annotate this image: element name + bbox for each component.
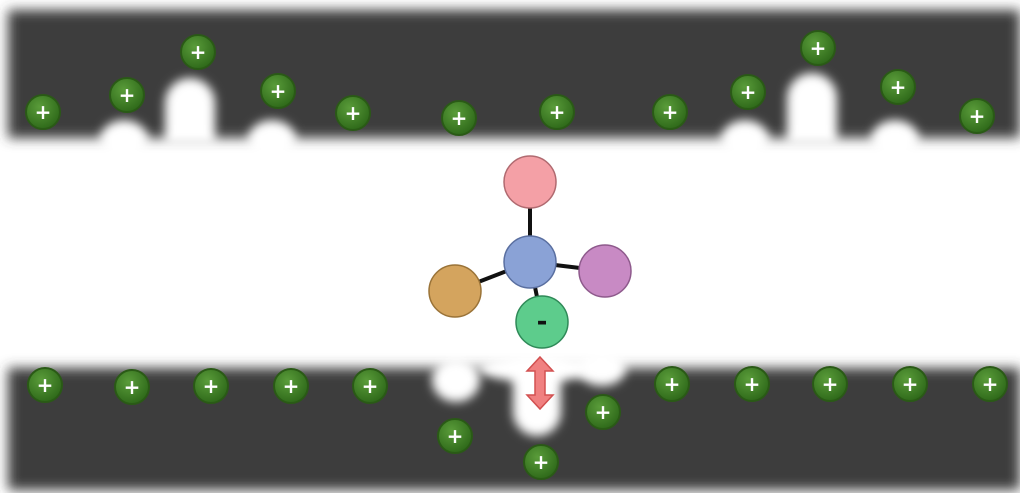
positive-charge-circle (880, 69, 916, 105)
positive-charge-circle (27, 367, 63, 403)
positive-charge-label: + (982, 372, 999, 396)
positive-charge-label: + (810, 36, 827, 60)
positive-charge-circle (352, 368, 388, 404)
atom-bottom-negative (515, 295, 569, 349)
positive-charge-icon: + (892, 366, 928, 402)
positive-charge-circle (437, 418, 473, 454)
positive-charge-label: + (451, 106, 468, 130)
positive-charges: + + + + + + + + + + + + + + + + + + + + + + + + + (25, 30, 1008, 480)
positive-charge-circle (652, 94, 688, 130)
positive-charge-icon: + (652, 94, 688, 130)
positive-charge-label: + (744, 372, 761, 396)
positive-charge-icon: + (730, 74, 766, 110)
positive-charge-circle (180, 34, 216, 70)
positive-charge-label: + (822, 372, 839, 396)
positive-charge-label: + (595, 400, 612, 424)
positive-charge-icon: + (585, 394, 621, 430)
top-surface-pit (721, 120, 769, 160)
positive-charge-label: + (664, 372, 681, 396)
molecule: - (428, 155, 632, 349)
positive-charge-icon: + (734, 366, 770, 402)
top-surface-pit (165, 78, 215, 145)
positive-charge-icon: + (25, 94, 61, 130)
positive-charge-label: + (740, 80, 757, 104)
double-arrow-icon (525, 355, 555, 411)
top-surface-pit (787, 73, 837, 145)
positive-charge-label: + (190, 40, 207, 64)
positive-charge-icon: + (539, 94, 575, 130)
positive-charge-label: + (902, 372, 919, 396)
positive-charge-icon: + (335, 95, 371, 131)
top-surface-slab (8, 10, 1020, 160)
positive-charge-circle (959, 98, 995, 134)
positive-charge-icon: + (959, 98, 995, 134)
positive-charge-circle (273, 368, 309, 404)
positive-charge-circle (25, 94, 61, 130)
positive-charge-label: + (969, 104, 986, 128)
positive-charge-label: + (345, 101, 362, 125)
positive-charge-circle (730, 74, 766, 110)
positive-charge-icon: + (273, 368, 309, 404)
positive-charge-circle (335, 95, 371, 131)
positive-charge-icon: + (523, 444, 559, 480)
positive-charge-label: + (549, 100, 566, 124)
positive-charge-label: + (283, 374, 300, 398)
positive-charge-circle (441, 100, 477, 136)
positive-charge-icon: + (437, 418, 473, 454)
positive-charge-circle (654, 366, 690, 402)
negative-charge-label: - (537, 307, 548, 337)
positive-charge-circle (193, 368, 229, 404)
positive-charge-icon: + (880, 69, 916, 105)
positive-charge-icon: + (260, 73, 296, 109)
atom-top (503, 155, 557, 209)
positive-charge-circle (109, 77, 145, 113)
bottom-surface-slab (8, 350, 1020, 490)
positive-charge-label: + (35, 100, 52, 124)
positive-charge-circle (734, 366, 770, 402)
positive-charge-circle (523, 444, 559, 480)
positive-charge-circle (972, 366, 1008, 402)
positive-charge-label: + (270, 79, 287, 103)
top-surface-pit (248, 120, 296, 160)
positive-charge-circle (800, 30, 836, 66)
positive-charge-label: + (890, 75, 907, 99)
positive-charge-icon: + (972, 366, 1008, 402)
positive-charge-icon: + (109, 77, 145, 113)
positive-charge-label: + (447, 424, 464, 448)
positive-charge-icon: + (352, 368, 388, 404)
positive-charge-circle (260, 73, 296, 109)
atom-left (428, 264, 482, 318)
positive-charge-circle (892, 366, 928, 402)
positive-charge-label: + (203, 374, 220, 398)
positive-charge-icon: + (800, 30, 836, 66)
atom-right (578, 244, 632, 298)
bottom-surface-pit (578, 350, 626, 386)
top-surface-pit (100, 120, 148, 160)
atom-center (503, 235, 557, 289)
positive-charge-circle (812, 366, 848, 402)
positive-charge-circle (539, 94, 575, 130)
positive-charge-icon: + (27, 367, 63, 403)
positive-charge-circle (585, 394, 621, 430)
positive-charge-label: + (119, 83, 136, 107)
top-surface-pit (871, 120, 919, 160)
positive-charge-icon: + (654, 366, 690, 402)
positive-charge-circle (114, 369, 150, 405)
bottom-surface-pit (432, 358, 480, 402)
positive-charge-icon: + (180, 34, 216, 70)
positive-charge-label: + (362, 374, 379, 398)
positive-charge-label: + (662, 100, 679, 124)
positive-charge-icon: + (193, 368, 229, 404)
positive-charge-icon: + (441, 100, 477, 136)
positive-charge-label: + (37, 373, 54, 397)
positive-charge-icon: + (812, 366, 848, 402)
positive-charge-icon: + (114, 369, 150, 405)
positive-charge-label: + (533, 450, 550, 474)
positive-charge-label: + (124, 375, 141, 399)
